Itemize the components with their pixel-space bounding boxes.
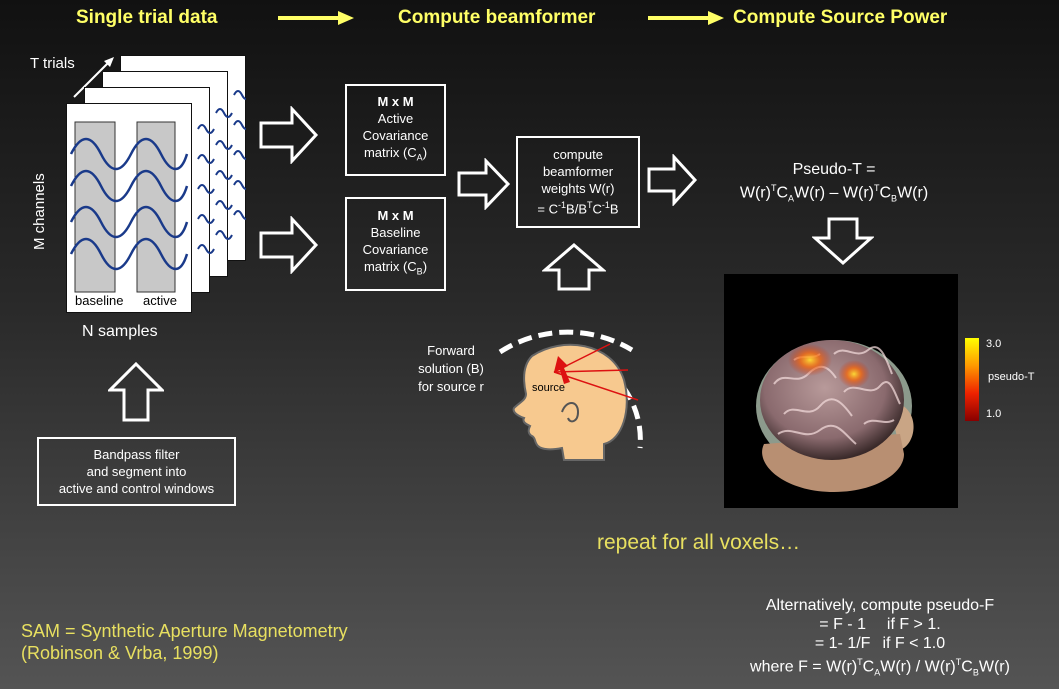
- pseudo-f-where: where F = W(r)TCAW(r) / W(r)TCBW(r): [750, 657, 1010, 678]
- down-arrow-to-brain: [812, 217, 874, 266]
- sam-definition: SAM = Synthetic Aperture Magnetometry (R…: [21, 620, 348, 664]
- forward-line-3: for source r: [418, 379, 484, 394]
- filter-box: Bandpass filter and segment into active …: [37, 437, 236, 506]
- arrow-to-active-cov: [259, 106, 319, 164]
- pseudo-f-cases: = F - 1 if F > 1. = 1- 1/F if F < 1.0: [809, 615, 951, 653]
- brain-image-panel: [724, 274, 958, 508]
- pseudo-t-formula: Pseudo-T = W(r)TCAW(r) – W(r)TCBW(r): [718, 160, 950, 209]
- pseudo-f-block: Alternatively, compute pseudo-F = F - 1 …: [714, 596, 1046, 683]
- baseline-cov-line-2: Baseline: [370, 225, 421, 241]
- ear-outline: [561, 402, 580, 423]
- source-label: source: [532, 382, 565, 394]
- weights-line-2: beamformer: [542, 164, 614, 180]
- sensor-array-top: [498, 329, 634, 355]
- up-arrow-forward: [542, 243, 606, 291]
- arrow-to-baseline-cov: [259, 216, 319, 274]
- pseudo-t-expression: W(r)TCAW(r) – W(r)TCBW(r): [739, 183, 929, 204]
- activation-left: [788, 344, 832, 376]
- colorbar-max: 3.0: [986, 338, 1002, 350]
- trials-diagonal-arrow: [73, 57, 114, 98]
- active-cov-size: M x M: [377, 94, 414, 110]
- forward-line-1: Forward: [427, 343, 475, 358]
- baseline-covariance-box: M x M Baseline Covariance matrix (CB): [345, 197, 446, 291]
- forward-line-2: solution (B): [418, 361, 484, 376]
- colorbar-label: pseudo-T: [988, 371, 1035, 383]
- sam-line-2: (Robinson & Vrba, 1999): [21, 643, 219, 663]
- active-cov-line-4: matrix (CA): [363, 145, 428, 163]
- arrow-to-pseudo-t: [647, 154, 698, 206]
- active-label: active: [143, 293, 177, 308]
- header-arrow-1: [278, 11, 354, 25]
- pseudo-t-title: Pseudo-T =: [792, 161, 876, 178]
- channels-label: M channels: [31, 173, 48, 250]
- active-covariance-box: M x M Active Covariance matrix (CA): [345, 84, 446, 176]
- back-sheet-traces: [197, 90, 246, 254]
- sam-line-1: SAM = Synthetic Aperture Magnetometry: [21, 621, 348, 641]
- colorbar: [965, 338, 979, 421]
- filter-line-2: and segment into: [86, 464, 187, 479]
- pseudo-f-case-1-cond: if F > 1.: [886, 616, 941, 633]
- pseudo-f-case-2-cond: if F < 1.0: [882, 635, 946, 652]
- dipole-arrow: [554, 356, 570, 384]
- colorbar-min: 1.0: [986, 408, 1002, 420]
- baseline-label: baseline: [75, 293, 124, 308]
- pseudo-f-case-1-value: = F - 1: [819, 616, 866, 633]
- arrow-to-weights: [457, 158, 511, 210]
- up-arrow-filter: [108, 362, 164, 422]
- weights-formula: = C-1B/BTC-1B: [537, 200, 619, 217]
- active-cov-line-3: Covariance: [362, 128, 429, 144]
- signal-traces: [69, 121, 189, 293]
- baseline-cov-line-4: matrix (CB): [363, 259, 428, 277]
- filter-line-1: Bandpass filter: [93, 447, 180, 462]
- active-cov-line-2: Active: [377, 111, 414, 127]
- trial-sheet-front: baseline active: [66, 103, 192, 313]
- activation-right: [838, 360, 870, 388]
- weights-box: compute beamformer weights W(r) = C-1B/B…: [516, 136, 640, 228]
- trials-label: T trials: [30, 55, 75, 72]
- head-illustration: source: [498, 329, 643, 461]
- weights-line-1: compute: [553, 147, 603, 163]
- pseudo-f-title: Alternatively, compute pseudo-F: [765, 597, 995, 614]
- repeat-text: repeat for all voxels…: [597, 531, 801, 554]
- header-arrow-2: [648, 11, 724, 25]
- filter-line-3: active and control windows: [58, 481, 215, 496]
- samples-label: N samples: [82, 323, 158, 340]
- header-step-beamformer: Compute beamformer: [398, 7, 596, 28]
- header-step-source-power: Compute Source Power: [733, 7, 948, 28]
- forward-solution-text: Forward solution (B) for source r: [402, 342, 500, 396]
- baseline-cov-line-3: Covariance: [362, 242, 429, 258]
- header-step-single-trial: Single trial data: [76, 7, 218, 28]
- weights-line-3: weights W(r): [541, 181, 615, 197]
- baseline-cov-size: M x M: [377, 208, 414, 224]
- brain-render: [756, 340, 914, 492]
- pseudo-f-case-2-value: = 1- 1/F: [814, 635, 871, 652]
